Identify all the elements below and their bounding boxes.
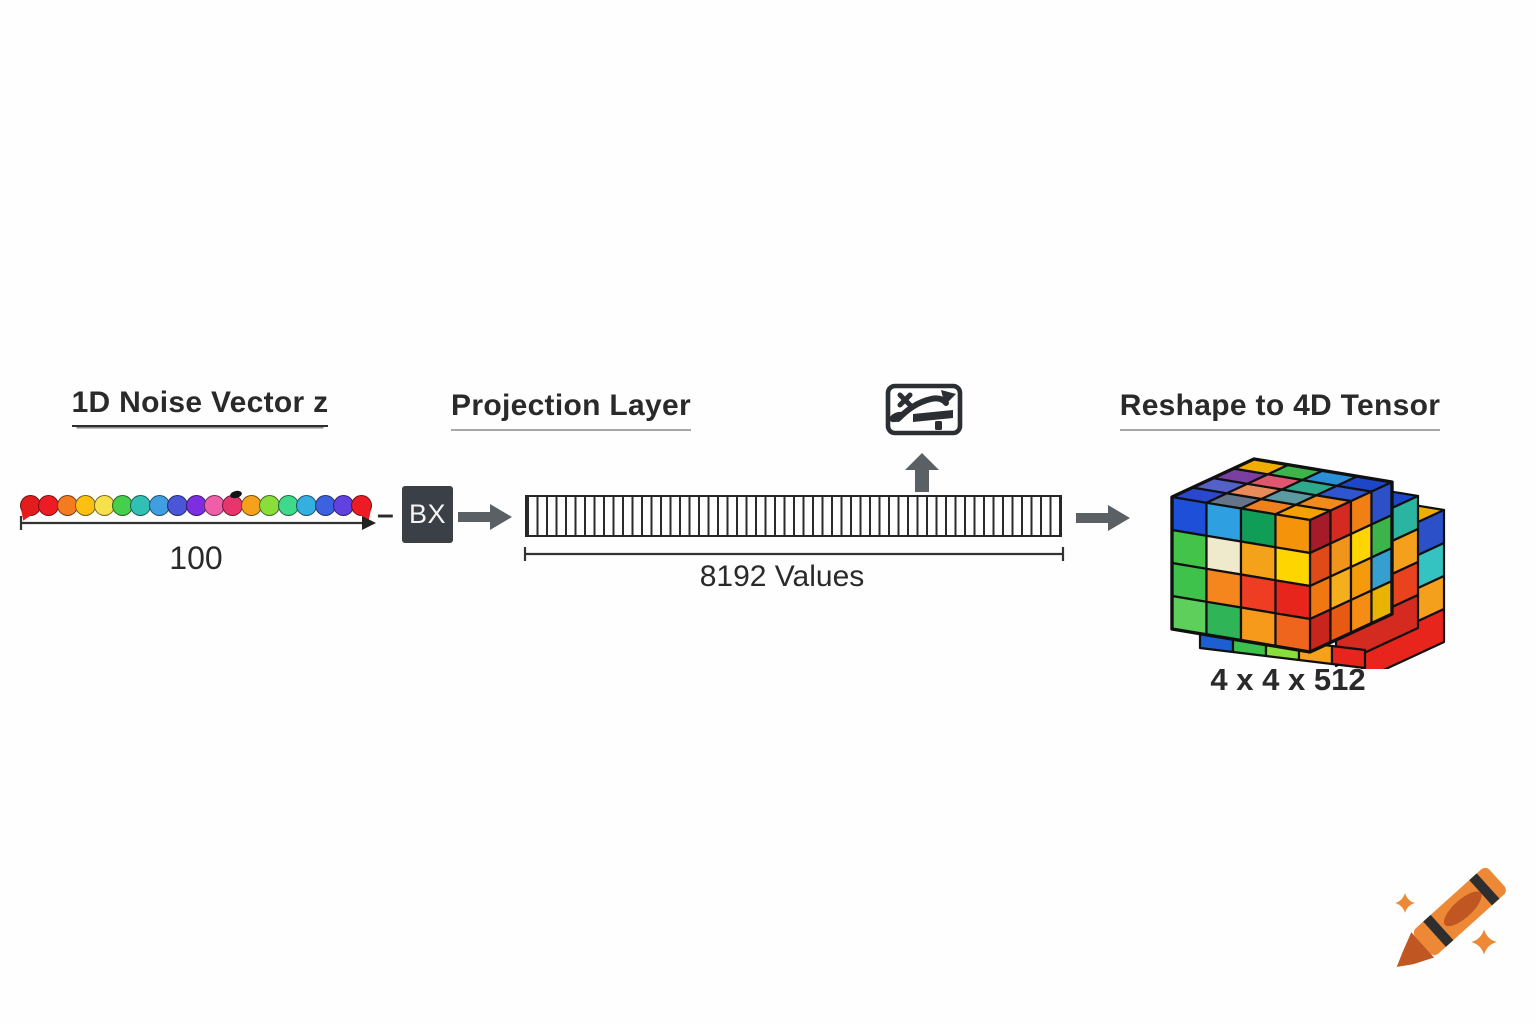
- crayon-watermark-icon: [1395, 867, 1506, 967]
- noise-vector-title: 1D Noise Vector z: [60, 386, 340, 427]
- sparkle-icon: [1395, 893, 1415, 913]
- minus-sign: –: [377, 498, 394, 531]
- projection-layer-title-text: Projection Layer: [451, 389, 691, 431]
- arrow-right-2-icon: [1076, 505, 1130, 531]
- values-label: 8192 Values: [699, 560, 865, 593]
- tensor-cube: [1170, 457, 1446, 669]
- values-dimension-line: [523, 547, 1065, 561]
- matrix-box: BX: [402, 486, 453, 543]
- dimension-arrowhead-icon: [362, 516, 376, 530]
- reshape-title-text: Reshape to 4D Tensor: [1119, 389, 1441, 431]
- noise-dot: [351, 495, 375, 523]
- matrix-box-label: BX: [408, 499, 447, 529]
- projection-value-bar: [525, 495, 1062, 537]
- projection-layer-title: Projection Layer: [430, 389, 712, 431]
- arrow-right-1-icon: [458, 504, 512, 530]
- noise-vector-title-text: 1D Noise Vector z: [71, 386, 329, 427]
- noise-vector-dots: [17, 489, 375, 523]
- noise-dimension-label: 100: [169, 540, 223, 576]
- sparkle-icon: [1471, 929, 1497, 955]
- arrow-up-icon: [905, 453, 939, 492]
- reshape-title: Reshape to 4D Tensor: [1110, 389, 1450, 431]
- noise-dimension-line: [19, 516, 376, 530]
- image-stamp-icon: [885, 383, 963, 436]
- tensor-dimension-label: 4 x 4 x 512: [1210, 662, 1366, 697]
